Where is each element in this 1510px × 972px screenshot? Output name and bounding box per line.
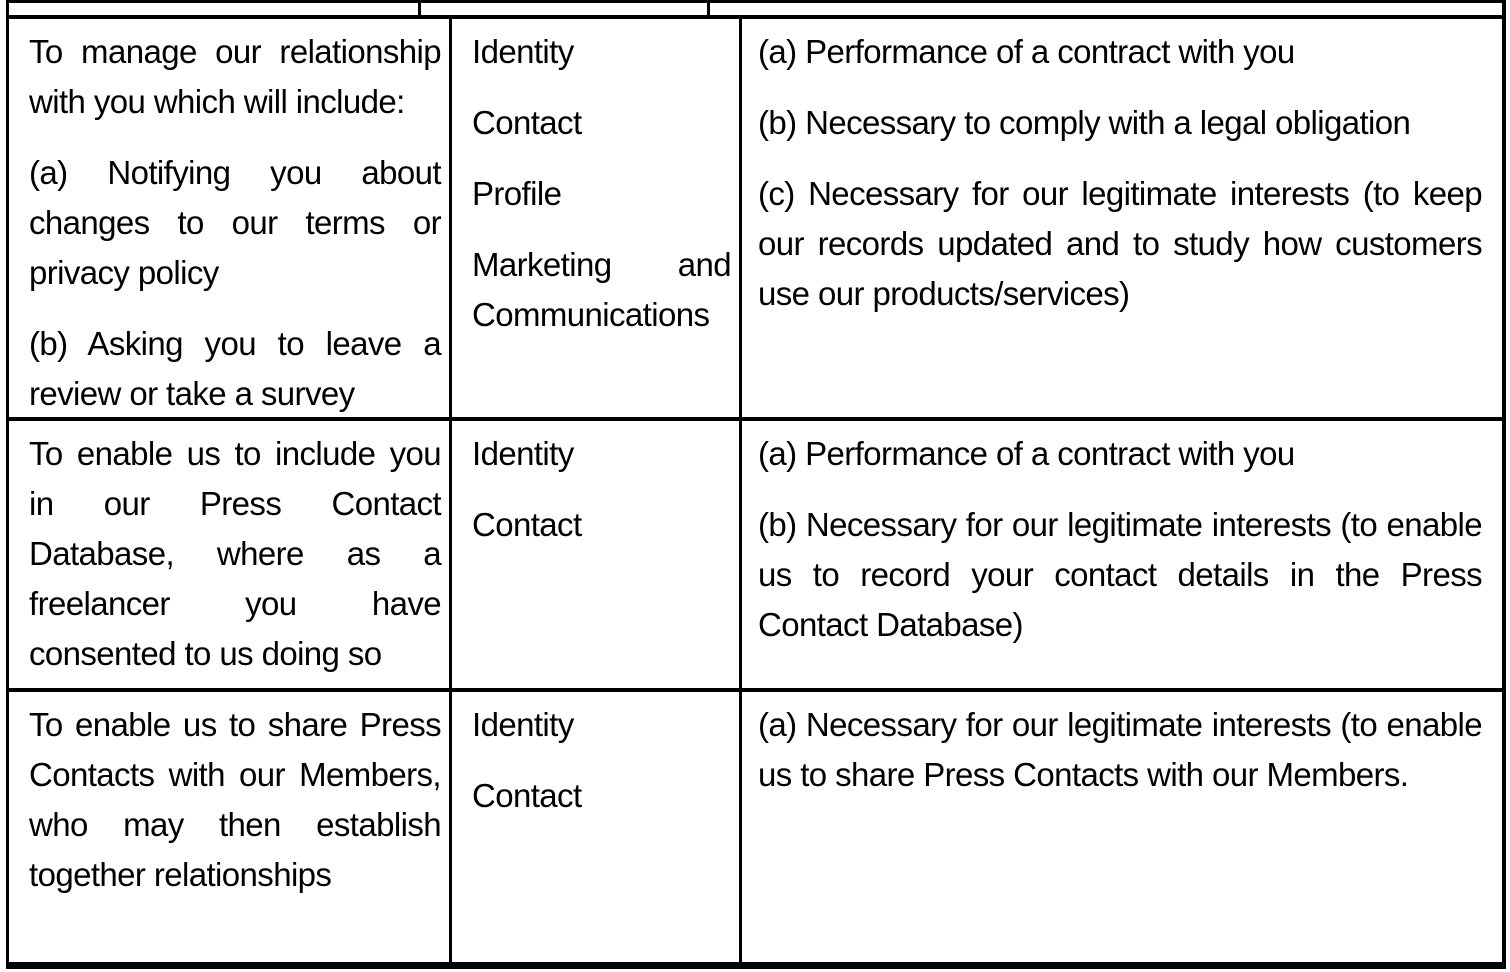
lawful-basis-paragraph: (a) Performance of a contract with you — [758, 435, 1295, 472]
previous-row-sliver — [9, 0, 1502, 15]
purpose-cell: To enable us to share Press Contacts wit… — [9, 692, 452, 962]
sliver-cell — [710, 3, 1502, 15]
lawful-basis-cell: (a) Necessary for our legitimate interes… — [742, 692, 1502, 962]
lawful-basis-cell: (a) Performance of a contract with you (b… — [742, 421, 1502, 688]
lawful-basis-paragraph: (a) Performance of a contract with you — [758, 33, 1295, 70]
sliver-cell — [418, 3, 710, 15]
lawful-basis-paragraph: (c) Necessary for our legitimate interes… — [758, 175, 1483, 312]
purpose-paragraph: (a) Notifying you about changes to our t… — [29, 154, 442, 291]
purpose-paragraph: (b) Asking you to leave a review or take… — [29, 325, 442, 412]
purpose-cell: To enable us to include you in our Press… — [9, 421, 452, 688]
data-type-item: Contact — [472, 777, 582, 814]
purpose-cell: To manage our relationship with you whic… — [9, 19, 452, 417]
purpose-paragraph: To enable us to share Press Contacts wit… — [29, 706, 442, 893]
lawful-basis-paragraph: (b) Necessary for our legitimate interes… — [758, 506, 1483, 643]
purpose-paragraph: To manage our relationship with you whic… — [29, 33, 442, 120]
data-type-item: Marketing and Communications — [472, 246, 732, 333]
table-row: To enable us to share Press Contacts wit… — [9, 688, 1502, 962]
data-type-item: Contact — [472, 104, 582, 141]
data-type-item: Identity — [472, 435, 574, 472]
lawful-basis-paragraph: (b) Necessary to comply with a legal obl… — [758, 104, 1411, 141]
sliver-cell — [9, 3, 418, 15]
data-type-item: Contact — [472, 506, 582, 543]
purpose-paragraph: To enable us to include you in our Press… — [29, 435, 442, 672]
lawful-basis-cell: (a) Performance of a contract with you (b… — [742, 19, 1502, 417]
data-type-item: Identity — [472, 33, 574, 70]
data-type-item: Identity — [472, 706, 574, 743]
privacy-table: To manage our relationship with you whic… — [6, 0, 1506, 969]
lawful-basis-paragraph: (a) Necessary for our legitimate interes… — [758, 706, 1483, 793]
table-row: To enable us to include you in our Press… — [9, 417, 1502, 688]
data-type-item: Profile — [472, 175, 562, 212]
table-row: To manage our relationship with you whic… — [9, 15, 1502, 417]
